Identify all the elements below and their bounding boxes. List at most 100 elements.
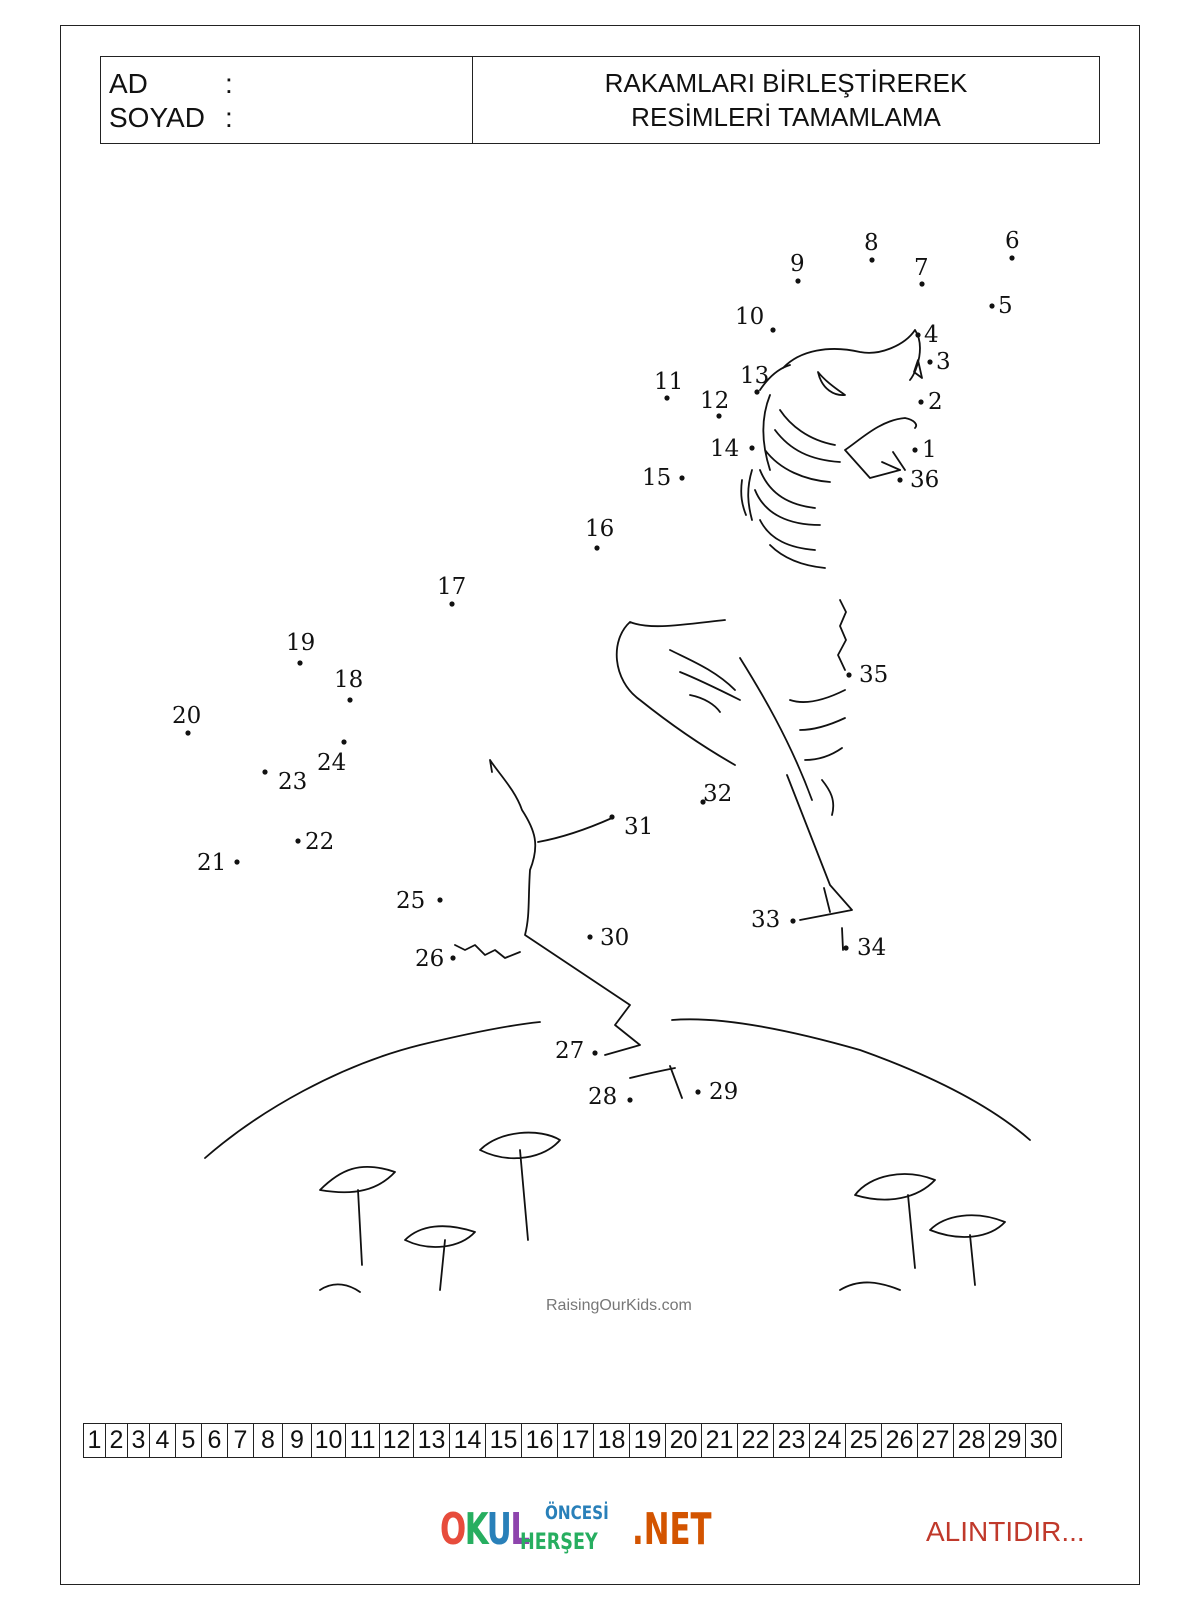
back-leg <box>489 759 641 1056</box>
dot-23 <box>262 769 268 775</box>
watermark-text: RaisingOurKids.com <box>546 1297 692 1314</box>
dot-label-9: 9 <box>790 251 805 277</box>
body-wool <box>615 619 846 816</box>
dot-label-25: 25 <box>396 888 425 914</box>
dot-26 <box>450 955 456 961</box>
dot-25 <box>437 897 443 903</box>
dot-2 <box>918 399 924 405</box>
dot-32 <box>700 799 706 805</box>
mouth <box>881 451 906 471</box>
dot-7 <box>919 281 925 287</box>
dot-label-33: 33 <box>751 907 780 933</box>
dot-label-28: 28 <box>588 1084 617 1110</box>
dot-label-2: 2 <box>928 389 943 415</box>
grass-hill <box>204 1018 1031 1159</box>
dot-13 <box>754 389 760 395</box>
dot-label-10: 10 <box>735 304 764 330</box>
dot-label-1: 1 <box>922 437 937 463</box>
dot-15 <box>679 475 685 481</box>
number-line-cell: 24 <box>810 1423 846 1458</box>
dot-label-34: 34 <box>857 935 886 961</box>
number-line-cell: 19 <box>630 1423 666 1458</box>
name-separator: : <box>225 68 233 99</box>
dot-label-35: 35 <box>859 662 888 688</box>
head-outline <box>759 329 923 479</box>
dot-label-16: 16 <box>585 516 614 542</box>
number-line-cell: 2 <box>106 1423 128 1458</box>
number-line-cell: 7 <box>228 1423 254 1458</box>
number-line-cell: 9 <box>283 1423 312 1458</box>
dot-label-3: 3 <box>936 349 951 375</box>
dot-20 <box>185 730 191 736</box>
worksheet-title-cell: RAKAMLARI BİRLEŞTİREREK RESİMLERİ TAMAML… <box>473 57 1099 143</box>
header-table: AD : SOYAD : RAKAMLARI BİRLEŞTİREREK RES… <box>100 56 1100 144</box>
student-info-cell: AD : SOYAD : <box>101 57 473 143</box>
dot-19 <box>297 660 303 666</box>
number-line-cell: 3 <box>128 1423 150 1458</box>
number-line-cell: 27 <box>918 1423 954 1458</box>
number-line-cell: 6 <box>202 1423 228 1458</box>
dot-4 <box>915 332 921 338</box>
logo-net-text: .NET <box>632 1504 712 1555</box>
dot-21 <box>234 859 240 865</box>
dot-label-17: 17 <box>437 574 466 600</box>
number-line-cell: 5 <box>176 1423 202 1458</box>
dot-label-18: 18 <box>334 667 363 693</box>
number-line-cell: 28 <box>954 1423 990 1458</box>
okul-oncesi-logo: OKUL ÖNCESİ HERŞEY .NET <box>440 1502 712 1566</box>
dot-6 <box>1009 255 1015 261</box>
front-leg <box>786 774 853 951</box>
number-line-cell: 29 <box>990 1423 1026 1458</box>
dot-16 <box>594 545 600 551</box>
dot-18 <box>347 697 353 703</box>
number-line-cell: 18 <box>594 1423 630 1458</box>
number-line-cell: 14 <box>450 1423 486 1458</box>
dot-12 <box>716 413 722 419</box>
dot-9 <box>795 278 801 284</box>
dot-label-14: 14 <box>710 436 739 462</box>
dot-10 <box>770 327 776 333</box>
dot-35 <box>846 672 852 678</box>
dot-30 <box>587 934 593 940</box>
dot-label-26: 26 <box>415 946 444 972</box>
dot-11 <box>664 395 670 401</box>
dot-label-6: 6 <box>1005 228 1020 254</box>
dot-label-19: 19 <box>286 630 315 656</box>
dot-22 <box>295 838 301 844</box>
number-line-cell: 22 <box>738 1423 774 1458</box>
dot-label-21: 21 <box>197 850 226 876</box>
name-label: AD <box>109 68 148 99</box>
flowers <box>319 1131 1006 1293</box>
number-line-cell: 8 <box>254 1423 283 1458</box>
logo-hersey-text: HERŞEY <box>520 1530 598 1555</box>
dot-label-4: 4 <box>924 322 939 348</box>
dot-17 <box>449 601 455 607</box>
title-line-1: RAKAMLARI BİRLEŞTİREREK <box>604 68 968 98</box>
number-line-cell: 11 <box>346 1423 380 1458</box>
dot-33 <box>790 918 796 924</box>
number-line-cell: 15 <box>486 1423 522 1458</box>
number-line-cell: 4 <box>150 1423 176 1458</box>
number-line-cell: 30 <box>1026 1423 1062 1458</box>
name-row: AD : <box>109 67 472 101</box>
dot-label-29: 29 <box>709 1079 738 1105</box>
number-line-cell: 10 <box>312 1423 346 1458</box>
dot-label-32: 32 <box>703 781 732 807</box>
dot-label-15: 15 <box>642 465 671 491</box>
surname-row: SOYAD : <box>109 101 472 135</box>
back-tail <box>454 944 521 959</box>
dot-label-22: 22 <box>305 829 334 855</box>
dot-label-8: 8 <box>864 230 879 256</box>
dot-36 <box>897 477 903 483</box>
number-line-cell: 26 <box>882 1423 918 1458</box>
dot-label-7: 7 <box>914 255 929 281</box>
number-line-cell: 16 <box>522 1423 558 1458</box>
hind-hoof <box>629 1065 683 1099</box>
dot-14 <box>749 445 755 451</box>
dot-label-5: 5 <box>998 293 1013 319</box>
dot-label-23: 23 <box>278 769 307 795</box>
dot-label-13: 13 <box>740 363 769 389</box>
dot-29 <box>695 1089 701 1095</box>
number-line-cell: 1 <box>84 1423 106 1458</box>
